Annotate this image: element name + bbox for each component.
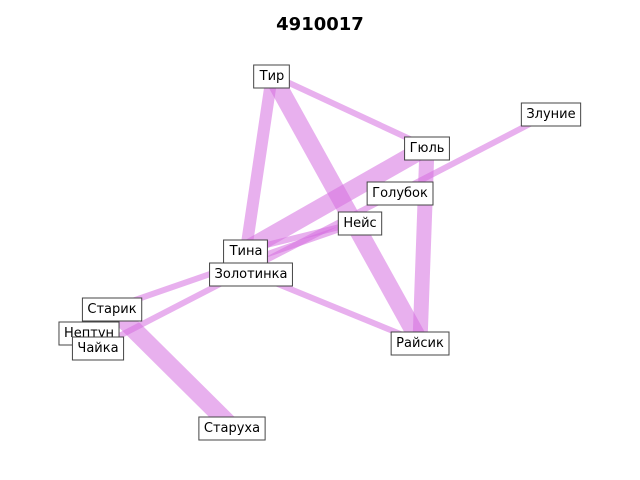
node-box bbox=[253, 64, 290, 89]
edge-tir-tina bbox=[240, 74, 278, 251]
node-layer: ТирЗлуниеГюльГолубокНейсТинаЗолотинкаСта… bbox=[58, 64, 582, 441]
node-gyul: Гюль bbox=[404, 136, 450, 161]
node-golubok: Голубок bbox=[366, 181, 434, 206]
node-box bbox=[81, 297, 143, 322]
node-box bbox=[71, 336, 125, 361]
node-label: Тина bbox=[229, 244, 263, 259]
node-tina: Тина bbox=[223, 239, 268, 264]
node-label: Старуха bbox=[204, 421, 260, 436]
node-raisik: Райсик bbox=[390, 331, 450, 356]
edge-tir-gyul bbox=[270, 72, 429, 150]
node-box bbox=[520, 102, 582, 127]
node-zolotinka: Золотинка bbox=[209, 262, 293, 287]
node-label: Чайка bbox=[77, 341, 118, 356]
node-label: Голубок bbox=[372, 186, 428, 201]
edge-gyul-tina bbox=[241, 139, 432, 258]
node-chaika: Чайка bbox=[71, 336, 125, 361]
node-label: Золотинка bbox=[215, 267, 288, 282]
node-label: Нейс bbox=[343, 216, 376, 231]
edge-tir-raisik bbox=[264, 70, 428, 347]
node-label: Злуние bbox=[526, 107, 575, 122]
node-neis: Нейс bbox=[337, 211, 383, 236]
node-tir: Тир bbox=[253, 64, 290, 89]
node-box bbox=[198, 416, 266, 441]
node-zlunie: Злуние bbox=[520, 102, 582, 127]
node-box bbox=[337, 211, 383, 236]
edge-layer bbox=[95, 70, 553, 434]
node-label: Райсик bbox=[396, 336, 444, 351]
node-label: Гюль bbox=[410, 141, 445, 156]
node-starik: Старик bbox=[81, 297, 143, 322]
graph-title: 4910017 bbox=[276, 14, 364, 35]
node-box bbox=[209, 262, 293, 287]
edge-starik-starukha bbox=[105, 301, 239, 434]
node-label: Старик bbox=[87, 302, 136, 317]
node-label: Тир bbox=[259, 69, 285, 84]
node-box bbox=[404, 136, 450, 161]
node-starukha: Старуха bbox=[198, 416, 266, 441]
node-box bbox=[366, 181, 434, 206]
node-box bbox=[390, 331, 450, 356]
